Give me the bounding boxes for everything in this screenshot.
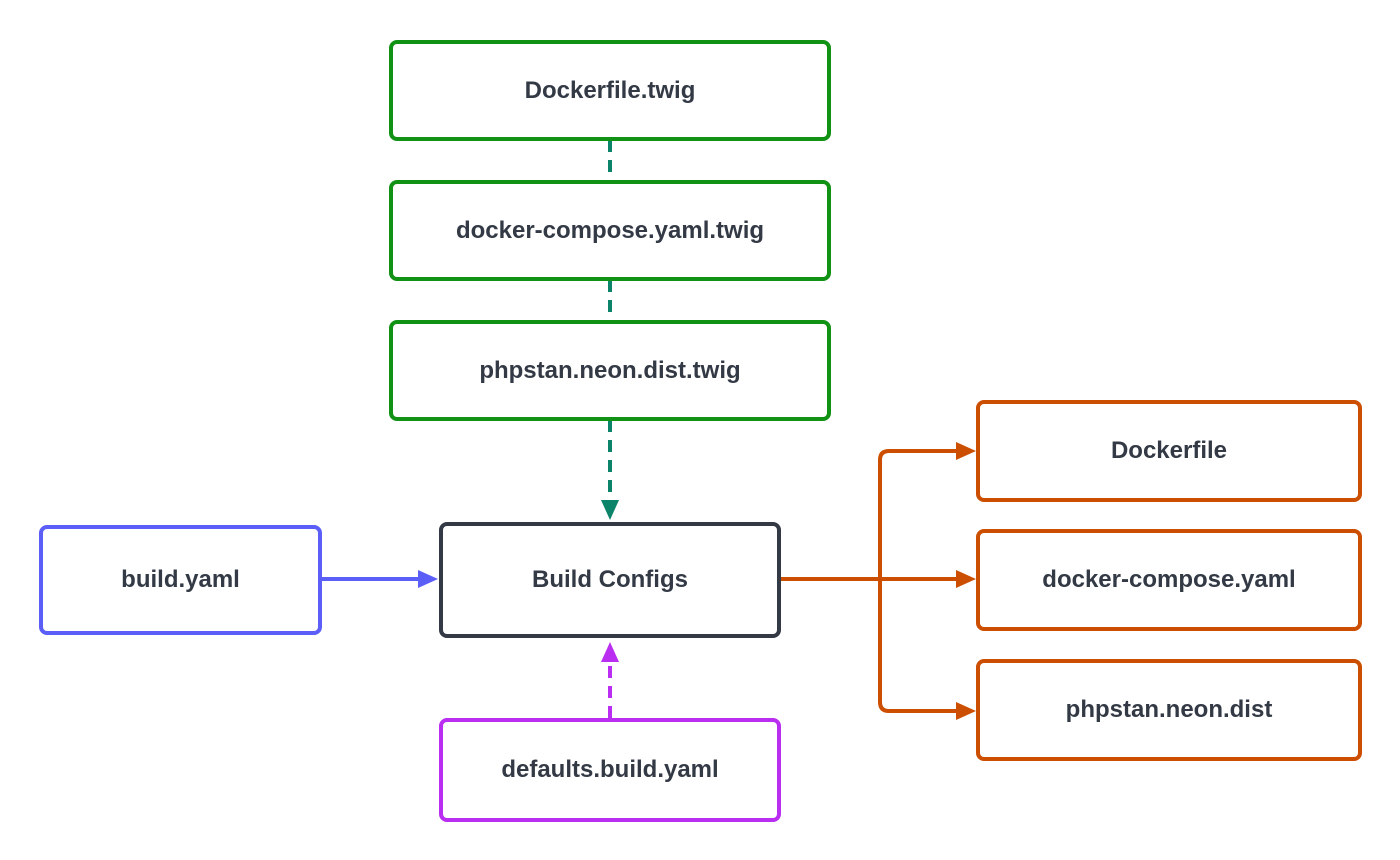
node-defaults-build-yaml-label: defaults.build.yaml xyxy=(501,756,719,783)
node-docker-compose-twig-label: docker-compose.yaml.twig xyxy=(455,216,765,244)
node-dockerfile-label: Dockerfile xyxy=(1110,437,1228,464)
node-phpstan-twig: phpstan.neon.dist.twig xyxy=(389,320,831,421)
arrowhead-to-dockerfile xyxy=(956,442,976,460)
node-build-configs-label: Build Configs xyxy=(532,566,688,593)
node-phpstan-neon-dist-label: phpstan.neon.dist xyxy=(1065,696,1273,723)
node-docker-compose-yaml-label: docker-compose.yaml xyxy=(1042,566,1296,593)
arrowhead-to-docker-compose-yaml xyxy=(956,570,976,588)
node-build-yaml: build.yaml xyxy=(39,525,322,635)
arrowhead-to-phpstan-neon-dist xyxy=(956,702,976,720)
arrowhead-defaults-to-build-configs xyxy=(601,642,619,662)
node-dockerfile-twig-label: Dockerfile.twig xyxy=(524,76,696,104)
node-build-yaml-label: build.yaml xyxy=(121,566,240,593)
node-dockerfile: Dockerfile xyxy=(976,400,1362,502)
node-docker-compose-yaml: docker-compose.yaml xyxy=(976,529,1362,631)
arrowhead-templates-to-build-configs xyxy=(601,500,619,520)
node-docker-compose-twig: docker-compose.yaml.twig xyxy=(389,180,831,281)
node-phpstan-neon-dist: phpstan.neon.dist xyxy=(976,659,1362,761)
arrowhead-build-yaml-to-build-configs xyxy=(418,570,438,588)
node-build-configs: Build Configs xyxy=(439,522,781,638)
node-dockerfile-twig: Dockerfile.twig xyxy=(389,40,831,141)
connector-build-configs-to-outputs xyxy=(780,449,958,713)
node-phpstan-twig-label: phpstan.neon.dist.twig xyxy=(479,356,741,384)
node-defaults-build-yaml: defaults.build.yaml xyxy=(439,718,781,822)
